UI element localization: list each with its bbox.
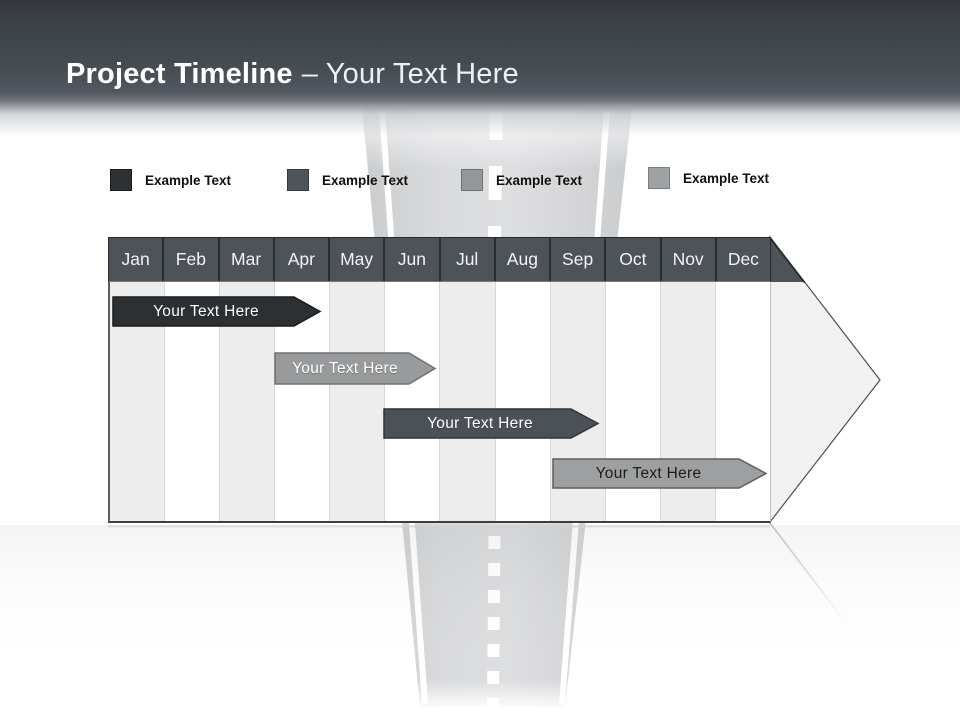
month-cell-jul: Jul [438,238,494,281]
slide-title[interactable]: Project Timeline– Your Text Here [66,58,519,91]
task-bar-3[interactable]: Your Text Here [383,408,600,439]
table-reflection-haze [0,525,960,655]
month-cell-jan: Jan [109,238,163,281]
legend-swatch-lightgray [648,167,670,189]
legend-item-4[interactable]: Example Text [648,166,769,190]
task-bar-2-label[interactable]: Your Text Here [292,360,398,377]
task-bar-4[interactable]: Your Text Here [552,458,768,489]
table-bottom-reflection [108,525,770,528]
task-bar-3-label[interactable]: Your Text Here [427,415,533,432]
legend-swatch-dark [110,169,132,191]
arrowhead-reflection-line [769,522,847,624]
legend-item-3[interactable]: Example Text [461,168,582,192]
slide-title-sub: – Your Text Here [301,58,519,90]
month-cell-nov: Nov [659,238,715,281]
arrowhead-header-edge [768,237,806,283]
task-bar-1[interactable]: Your Text Here [112,296,322,327]
slide-title-main: Project Timeline [66,58,293,90]
task-bar-4-shape [552,458,768,489]
month-cell-may: May [328,238,384,281]
grid-column [329,282,385,521]
road-center-dashes-bottom [487,535,501,708]
grid-column [494,282,550,521]
task-bar-3-shape [383,408,600,439]
grid-column [384,282,440,521]
task-bar-4-label[interactable]: Your Text Here [595,465,702,482]
task-bar-1-shape [112,296,322,327]
legend-swatch-gray [461,169,483,191]
grid-column [439,282,495,521]
month-cell-jun: Jun [383,238,439,281]
month-cell-aug: Aug [493,238,549,281]
month-cell-apr: Apr [272,238,328,281]
task-bar-2-shape [274,352,437,385]
task-bar-2[interactable]: Your Text Here [274,352,437,385]
legend-label: Example Text [145,172,232,188]
month-cell-oct: Oct [604,238,660,281]
legend-item-1[interactable]: Example Text [110,168,231,192]
month-cell-feb: Feb [162,238,218,281]
month-cell-dec: Dec [714,238,770,281]
legend-item-2[interactable]: Example Text [287,168,408,192]
legend-label: Example Text [496,172,583,188]
legend-swatch-slate [287,169,309,191]
legend-label: Example Text [322,172,409,188]
legend-label: Example Text [683,170,770,186]
month-cell-sep: Sep [549,238,605,281]
month-header-row: Jan Feb Mar Apr May Jun Jul Aug Sep Oct … [108,237,771,282]
road-bottom-fade [300,680,700,720]
header-band [0,0,960,136]
task-bar-1-label[interactable]: Your Text Here [153,303,259,320]
month-cell-mar: Mar [217,238,273,281]
